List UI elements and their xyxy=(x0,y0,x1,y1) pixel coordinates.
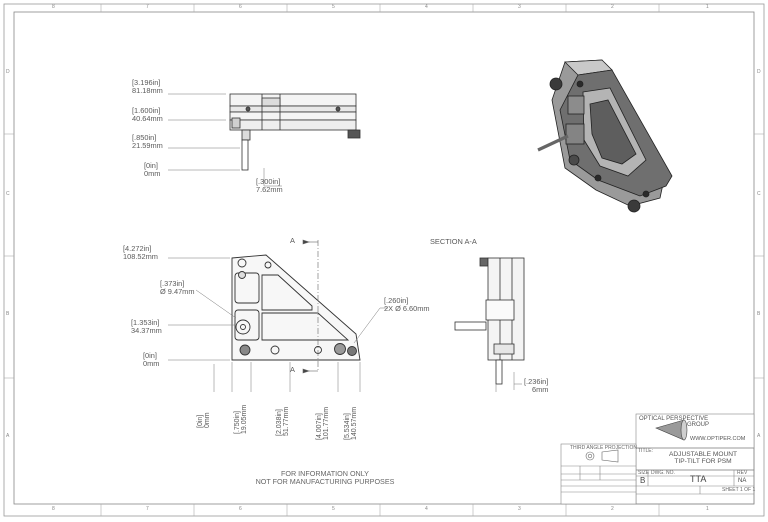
zone-top-3: 3 xyxy=(518,4,521,10)
dim-section: [.236in]6mm xyxy=(524,377,549,394)
company-logo xyxy=(655,419,688,441)
zone-bottom-3: 3 xyxy=(518,506,521,512)
zone-bottom-6: 6 xyxy=(239,506,242,512)
dim-bottom-3: [2.038in]51.77mm xyxy=(276,406,291,436)
title-block-frame xyxy=(560,413,755,505)
projection-label: THIRD ANGLE PROJECTION xyxy=(570,445,637,451)
section-view xyxy=(454,257,525,385)
zone-top-4: 4 xyxy=(425,4,428,10)
zone-top-5: 5 xyxy=(332,4,335,10)
dim-hole: [.260in]2X Ø 6.60mm xyxy=(384,296,430,313)
section-marker-top: A xyxy=(290,236,295,245)
zone-left-C: C xyxy=(6,191,10,197)
dim-front-4: [0in]0mm xyxy=(143,351,160,368)
company-website: WWW.OPTIPER.COM xyxy=(690,436,746,442)
dim-front-1: [4.272in]108.52mm xyxy=(123,244,158,261)
size-value: B xyxy=(640,476,646,485)
dim-top-1: [3.196in]81.18mm xyxy=(132,78,163,95)
dim-bottom-5: [5.534in]140.57mm xyxy=(344,406,359,440)
dim-bottom-1: [0in]0mm xyxy=(197,412,212,428)
zone-top-6: 6 xyxy=(239,4,242,10)
zone-top-7: 7 xyxy=(146,4,149,10)
dim-front-2: [.373in]Ø 9.47mm xyxy=(160,279,195,296)
zone-bottom-7: 7 xyxy=(146,506,149,512)
projection-symbol xyxy=(585,449,619,463)
sheet-number: SHEET 1 OF 1 xyxy=(722,487,756,493)
dim-bottom-2: [.750in]19.05mm xyxy=(234,404,249,434)
isometric-view xyxy=(537,59,673,213)
zone-right-C: C xyxy=(757,191,761,197)
zone-left-A: A xyxy=(6,433,10,439)
dim-top-2: [1.600in]40.64mm xyxy=(132,106,163,123)
section-title: SECTION A-A xyxy=(430,237,477,246)
zone-left-D: D xyxy=(6,69,10,75)
zone-bottom-2: 2 xyxy=(611,506,614,512)
zone-right-D: D xyxy=(757,69,761,75)
dim-top-3: [.850in]21.59mm xyxy=(132,133,163,150)
rev-value: NA xyxy=(738,478,747,484)
dwg-no-label: DWG. NO. xyxy=(651,470,675,476)
zone-bottom-4: 4 xyxy=(425,506,428,512)
zone-top-8: 8 xyxy=(52,4,55,10)
zone-left-B: B xyxy=(6,311,10,317)
zone-top-1: 1 xyxy=(706,4,709,10)
dim-bottom-4: [4.007in]101.77mm xyxy=(316,406,331,440)
zone-right-B: B xyxy=(757,311,761,317)
rev-label: REV xyxy=(737,470,748,476)
top-view xyxy=(229,93,361,171)
dim-front-3: [1.353in]34.37mm xyxy=(131,318,162,335)
zone-bottom-5: 5 xyxy=(332,506,335,512)
zone-top-2: 2 xyxy=(611,4,614,10)
title-label: TITLE: xyxy=(638,448,654,454)
section-marker-bottom: A xyxy=(290,365,295,374)
size-label: SIZE xyxy=(638,470,650,476)
dim-top-4: [0in]0mm xyxy=(144,161,161,178)
zone-right-A: A xyxy=(757,433,761,439)
dim-top-5: [.300in]7.62mm xyxy=(256,177,283,194)
front-view xyxy=(231,254,361,361)
zone-bottom-1: 1 xyxy=(706,506,709,512)
dwg-no-value: TTA xyxy=(690,474,707,484)
zone-bottom-8: 8 xyxy=(52,506,55,512)
